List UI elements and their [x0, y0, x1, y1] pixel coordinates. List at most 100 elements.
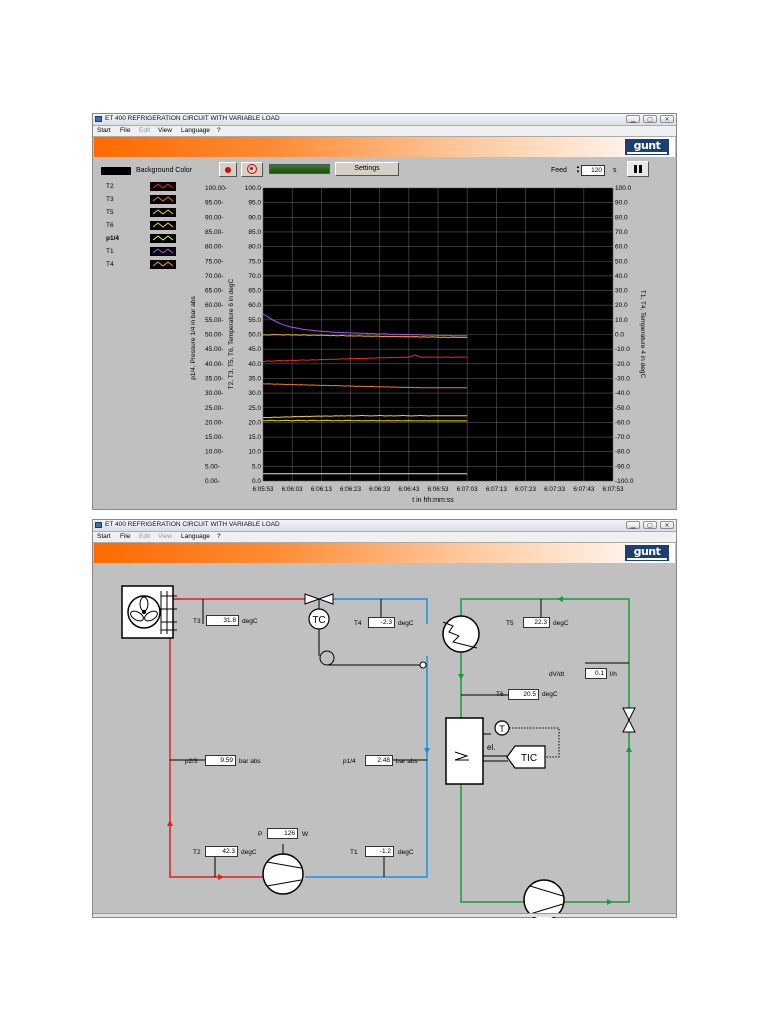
- arrow-down-icon: [424, 748, 430, 754]
- y-tick-label-inner: 45.0: [248, 346, 261, 353]
- pause-button[interactable]: [627, 161, 649, 177]
- y-tick-label-outer: 35.00-: [205, 375, 223, 382]
- menu-view-2[interactable]: View: [158, 533, 172, 540]
- minimize-button[interactable]: ▁: [626, 115, 640, 123]
- series-line-t4: [262, 333, 468, 338]
- menu-language-2[interactable]: Language: [181, 533, 210, 540]
- app-icon: [95, 116, 102, 122]
- t5-label: T5: [506, 620, 514, 627]
- menu-language[interactable]: Language: [181, 127, 210, 134]
- menu-start[interactable]: Start: [97, 127, 111, 134]
- menu-file-2[interactable]: File: [120, 533, 131, 540]
- y-tick-label-inner: 20.0: [248, 419, 261, 426]
- maximize-button[interactable]: ▢: [643, 115, 657, 123]
- menu-start-2[interactable]: Start: [97, 533, 111, 540]
- x-tick-label: 6:05:53: [252, 486, 274, 493]
- trend-window: ET 400 REFRIGERATION CIRCUIT WITH VARIAB…: [92, 113, 677, 510]
- menu-edit[interactable]: Edit: [139, 127, 151, 134]
- y-tick-label-outer: 60.00-: [205, 302, 223, 309]
- y-tick-label-right: -90.0: [615, 463, 630, 470]
- t-sensor-label: T: [499, 724, 505, 734]
- menu-file[interactable]: File: [120, 127, 131, 134]
- minimize-button-2[interactable]: ▁: [626, 521, 640, 529]
- p14-value: 2.48: [365, 755, 393, 766]
- y-tick-label-outer: 20.00-: [205, 419, 223, 426]
- y-tick-label-inner: 5.0: [252, 463, 261, 470]
- t3-unit: degC: [242, 618, 258, 625]
- feed-input[interactable]: 120: [581, 165, 605, 176]
- y-tick-label-outer: 55.00-: [205, 317, 223, 324]
- series-line-t3: [262, 383, 468, 389]
- window-title: ET 400 REFRIGERATION CIRCUIT WITH VARIAB…: [105, 115, 280, 122]
- maximize-button-2[interactable]: ▢: [643, 521, 657, 529]
- x-tick-label: 6:06:03: [282, 486, 304, 493]
- t5-value: 22.3: [523, 617, 550, 628]
- title-bar-2[interactable]: ET 400 REFRIGERATION CIRCUIT WITH VARIAB…: [93, 520, 676, 532]
- pause-icon: [634, 165, 637, 173]
- menu-edit-2[interactable]: Edit: [139, 533, 151, 540]
- temperature-sensor-icon: T: [494, 720, 560, 758]
- t2-unit: degC: [241, 849, 257, 856]
- y-tick-label-inner: 60.0: [248, 302, 261, 309]
- background-color-swatch[interactable]: [101, 167, 131, 175]
- menu-view[interactable]: View: [158, 127, 172, 134]
- y-tick-label-outer: 25.00-: [205, 405, 223, 412]
- power-unit: W: [302, 831, 309, 838]
- y-tick-label-outer: 85.00-: [205, 229, 223, 236]
- y-tick-label-inner: 35.0: [248, 375, 261, 382]
- menu-help[interactable]: ?: [217, 127, 221, 134]
- y-tick-label-inner: 10.0: [248, 449, 261, 456]
- evaporator-icon: [442, 615, 480, 653]
- y-tick-label-outer: 80.00-: [205, 244, 223, 251]
- y-tick-label-outer: 100.00-: [205, 185, 227, 192]
- y-axis-title-left-2: T2, T3, T5, T6, Temperature 6 in degC: [228, 278, 235, 389]
- window-title-2: ET 400 REFRIGERATION CIRCUIT WITH VARIAB…: [105, 521, 280, 528]
- close-button[interactable]: ✕: [660, 115, 674, 123]
- y-tick-label-right: 10.0: [615, 317, 628, 324]
- y-tick-label-right: 60.0: [615, 244, 628, 251]
- y-tick-label-right: 30.0: [615, 288, 628, 295]
- y-axis-title-right: T1, T4, Temperature 4 in degC: [639, 290, 646, 379]
- y-tick-label-right: -20.0: [615, 361, 630, 368]
- t6-label: T6: [496, 691, 504, 698]
- y-tick-label-outer: 75.00-: [205, 258, 223, 265]
- y-tick-label-right: 90.0: [615, 200, 628, 207]
- x-tick-label: 6:07:13: [486, 486, 508, 493]
- p14-label: p1/4: [343, 758, 356, 765]
- dvdt-value: 0.1: [585, 668, 607, 679]
- p14-unit: bar abs: [396, 758, 418, 765]
- t2-value: 42.3: [205, 846, 238, 857]
- t4-label: T4: [354, 620, 362, 627]
- menu-bar-2: Start File Edit View Language ?: [93, 532, 676, 543]
- y-tick-label-inner: 90.0: [248, 214, 261, 221]
- record-button[interactable]: [219, 162, 237, 177]
- heater-tank-icon: [445, 717, 508, 785]
- feed-stepper[interactable]: ▴▾: [576, 164, 580, 175]
- power-value: 126: [267, 828, 298, 839]
- y-tick-label-outer: 40.00-: [205, 361, 223, 368]
- y-tick-label-inner: 65.0: [248, 288, 261, 295]
- settings-button[interactable]: Settings: [335, 162, 399, 176]
- pump-icon: [523, 879, 565, 918]
- status-indicator: [269, 164, 330, 174]
- x-tick-label: 6:07:23: [515, 486, 537, 493]
- arrow-left-icon: [557, 596, 563, 602]
- y-tick-label-inner: 55.0: [248, 317, 261, 324]
- tic-controller-icon: TIC: [506, 745, 546, 769]
- gunt-logo: gunt: [625, 139, 669, 155]
- hot-gas-line: [169, 598, 263, 878]
- t6-value: 20.5: [508, 689, 539, 700]
- title-bar[interactable]: ET 400 REFRIGERATION CIRCUIT WITH VARIAB…: [93, 114, 676, 126]
- series-line-t6: [262, 419, 468, 422]
- target-button[interactable]: [241, 162, 263, 177]
- y-tick-label-outer: 50.00-: [205, 332, 223, 339]
- p23-value: 9.59: [205, 755, 236, 766]
- close-button-2[interactable]: ✕: [660, 521, 674, 529]
- record-icon: [225, 167, 231, 173]
- y-tick-label-inner: 30.0: [248, 390, 261, 397]
- app-icon-2: [95, 522, 102, 528]
- y-tick-label-inner: 70.0: [248, 273, 261, 280]
- menu-help-2[interactable]: ?: [217, 533, 221, 540]
- gunt-logo-2: gunt: [625, 545, 669, 561]
